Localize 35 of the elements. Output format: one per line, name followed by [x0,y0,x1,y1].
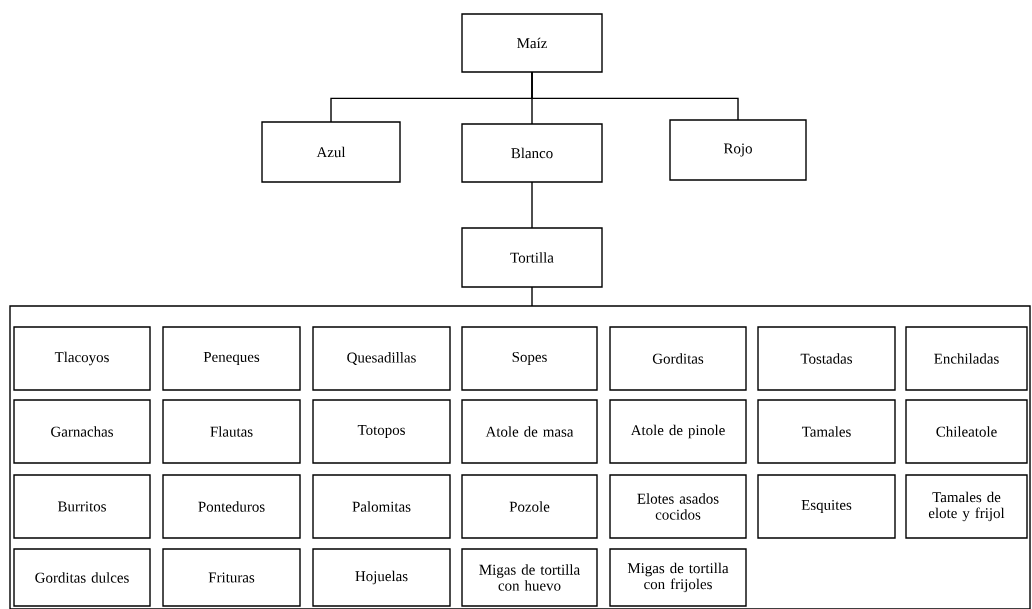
category-box: Maíz [461,13,603,73]
dish-box: Enchiladas [905,326,1028,391]
dish-box: Esquites [757,474,896,539]
dish-box: Gorditas dulces [13,548,151,607]
connector-line [531,181,533,229]
dish-box: Frituras [162,548,301,607]
dish-box: Tamales [757,399,896,464]
dish-box: Gorditas [609,326,747,391]
dish-box: Palomitas [312,474,451,539]
category-box: Tortilla [461,227,603,288]
dish-box: Chileatole [905,399,1028,464]
dish-box: Peneques [162,326,301,391]
category-box: Rojo [669,119,807,181]
dish-box: Tostadas [757,326,896,391]
dish-box: Ponteduros [162,474,301,539]
dish-box: Elotes asados cocidos [609,474,747,539]
category-box: Blanco [461,123,603,183]
dish-box: Tlacoyos [13,326,151,391]
dish-box: Hojuelas [312,548,451,607]
dish-box: Sopes [461,326,598,391]
group-frame [9,305,1031,609]
dish-box: Flautas [162,399,301,464]
dish-box: Migas de tortilla con frijoles [609,548,747,607]
dish-box: Totopos [312,399,451,464]
dish-box: Quesadillas [312,326,451,391]
dish-box: Pozole [461,474,598,539]
connector-line [531,286,533,307]
dish-box: Garnachas [13,399,151,464]
category-box: Azul [261,121,401,183]
dish-box: Burritos [13,474,151,539]
dish-box: Atole de masa [461,399,598,464]
connector-line [531,71,739,121]
dish-box: Atole de pinole [609,399,747,464]
dish-box: Migas de tortilla con huevo [461,548,598,607]
dish-box: Tamales de elote y frijol [905,474,1028,539]
